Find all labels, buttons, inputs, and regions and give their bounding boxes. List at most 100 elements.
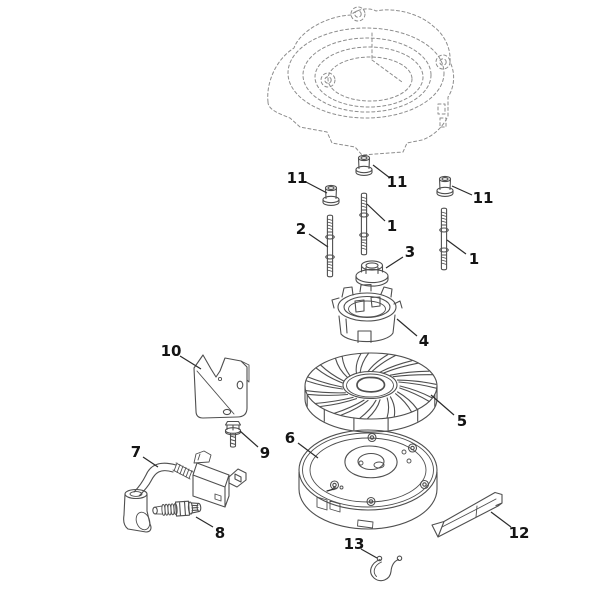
housing-outline xyxy=(267,8,455,156)
cup-tabs xyxy=(331,283,403,309)
stud-center-illustration xyxy=(359,192,369,256)
flywheel-hub-ring xyxy=(342,370,398,400)
callout-7: 7 xyxy=(131,443,159,468)
wedge-creases xyxy=(441,498,497,528)
callout-8: 8 xyxy=(195,516,225,542)
housing-recess-ring xyxy=(314,46,424,108)
flywheel-illustration xyxy=(304,352,438,433)
callout-4: 4 xyxy=(396,318,429,350)
callout-number: 5 xyxy=(457,412,467,430)
stud xyxy=(439,207,449,271)
callout-number: 4 xyxy=(419,332,429,350)
plate-cam-pin xyxy=(358,460,364,466)
housing-boss xyxy=(320,72,336,88)
flywheel-skirt xyxy=(304,385,438,433)
plate-skirt xyxy=(298,471,438,530)
flywheel-fan-blades xyxy=(305,352,438,431)
plate-skirt-tabs xyxy=(316,496,374,529)
leader-line xyxy=(305,181,328,194)
plug-hex xyxy=(174,500,191,517)
leader-line xyxy=(430,394,455,416)
housing-recess-ring xyxy=(287,27,445,119)
callout-number: 10 xyxy=(161,342,182,360)
callout-number: 2 xyxy=(296,220,306,238)
callout-number: 8 xyxy=(215,524,225,542)
callout-number: 13 xyxy=(344,535,365,553)
fan-housing-ghost-illustration xyxy=(267,6,455,156)
plug-terminal xyxy=(152,506,158,515)
callout-13: 13 xyxy=(344,535,378,559)
leader-line xyxy=(179,355,202,370)
coil-body xyxy=(192,462,230,508)
housing-rib-lines xyxy=(371,32,403,83)
base-plate-illustration xyxy=(298,429,438,530)
bracket-rivet xyxy=(217,376,223,382)
bracket-hole xyxy=(236,380,244,390)
callout-9: 9 xyxy=(239,430,270,462)
housing-boss-hole xyxy=(439,58,447,66)
coil-mounting-ear xyxy=(228,468,247,488)
callout-number: 6 xyxy=(285,429,295,447)
coil-vent xyxy=(214,493,222,502)
bracket-hole xyxy=(222,408,232,416)
plate-small-hole xyxy=(406,458,412,464)
callout-6: 6 xyxy=(285,429,319,459)
leader-line xyxy=(385,256,404,269)
flange-bolt-illustration xyxy=(224,420,242,448)
callout-11-left: 11 xyxy=(287,169,328,194)
cup-floor xyxy=(348,300,386,318)
callout-11-top: 11 xyxy=(372,164,407,191)
collar-sleeve xyxy=(322,184,340,206)
cup-rim xyxy=(337,292,397,322)
callout-12: 12 xyxy=(490,511,529,542)
starter-cup-illustration xyxy=(331,283,403,344)
plug-thread-tip xyxy=(191,502,200,514)
callout-2: 2 xyxy=(296,220,329,248)
flywheel-skirt-ticks xyxy=(306,393,436,431)
callout-number: 3 xyxy=(405,243,415,261)
housing-slots xyxy=(437,103,447,128)
callout-1-right: 1 xyxy=(446,239,479,268)
plug-electrode-end xyxy=(196,502,202,513)
callout-5: 5 xyxy=(430,394,467,430)
bracket-fold xyxy=(240,360,250,383)
housing-recess-ring xyxy=(302,37,432,113)
housing-boss-hole xyxy=(354,10,362,18)
clip-end-ball xyxy=(376,555,383,562)
nut-facets xyxy=(360,264,384,275)
leader-line xyxy=(297,442,319,459)
leader-line xyxy=(396,318,418,337)
spark-plug-lead-wire xyxy=(133,462,177,497)
plate-small-hole xyxy=(401,449,407,455)
plug-insulator-ribs xyxy=(161,503,178,516)
callout-number: 11 xyxy=(473,189,494,207)
nut-washer-face xyxy=(365,262,379,269)
callout-number: 9 xyxy=(260,444,270,462)
nut-top xyxy=(360,260,384,271)
ignition-coil-illustration xyxy=(123,450,247,533)
flywheel-blade-strokes xyxy=(305,352,438,420)
spark-plug-illustration xyxy=(152,500,202,517)
housing-boss xyxy=(350,6,366,22)
cup-floor-holes xyxy=(354,296,381,313)
flange-nut-illustration xyxy=(355,260,389,287)
wire-clip-illustration xyxy=(370,555,403,582)
bolt-shaft xyxy=(229,432,237,448)
plate-cam-detail xyxy=(373,461,385,469)
cup-body xyxy=(338,314,396,344)
leader-line xyxy=(360,548,378,559)
plate-second-edge xyxy=(302,432,434,508)
spark-plug-boot xyxy=(123,488,152,533)
shield-bracket-illustration xyxy=(193,354,250,419)
stud-right-illustration xyxy=(439,207,449,271)
flywheel-hub-ring-inner xyxy=(346,373,394,398)
plug-terminal-neck xyxy=(154,505,163,515)
wedge-body xyxy=(431,491,503,538)
clip-wire-inner xyxy=(373,561,382,577)
collar-sleeve-top-illustration xyxy=(355,154,373,176)
leader-line xyxy=(195,516,214,528)
flywheel-center-hole xyxy=(356,376,386,393)
plate-outer-edge xyxy=(298,429,438,511)
